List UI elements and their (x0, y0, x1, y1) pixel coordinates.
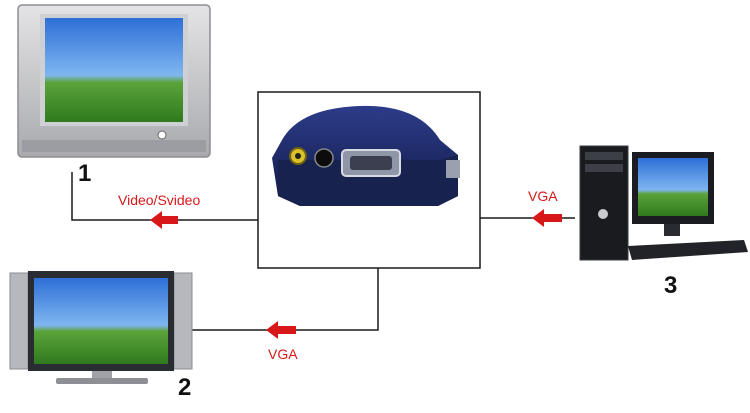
left-arrow-icon (266, 321, 296, 339)
video-converter-box-icon (272, 105, 460, 206)
tv-link-label: Video/Svideo (118, 192, 201, 208)
computer-number: 3 (664, 272, 678, 299)
left-arrow-icon (150, 211, 178, 229)
left-arrow-icon (532, 209, 562, 227)
tv-number: 1 (78, 160, 92, 187)
lcd-monitor-icon (9, 271, 193, 384)
monitor-number: 2 (178, 374, 192, 401)
tv-connection-line (71, 172, 258, 221)
crt-tv-icon (17, 4, 211, 158)
monitor-link-label: VGA (268, 346, 298, 362)
svideo-port (314, 148, 334, 168)
desktop-computer-icon (579, 145, 748, 261)
monitor-connection-line (192, 268, 379, 331)
computer-link-label: VGA (528, 188, 558, 204)
